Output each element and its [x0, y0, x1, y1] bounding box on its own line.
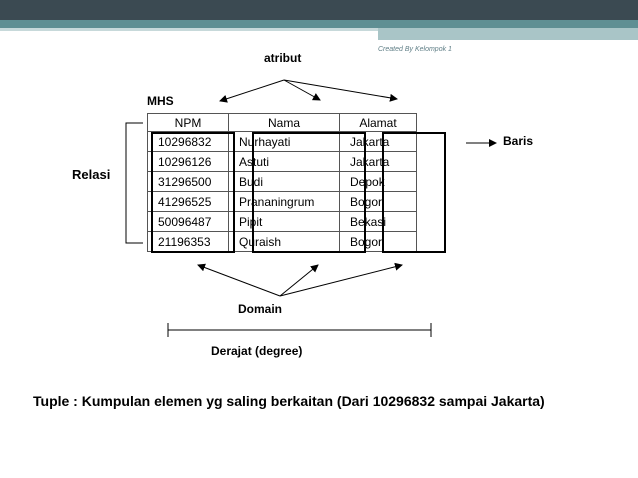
header-stripe-light — [378, 28, 638, 40]
relation-label: Relasi — [72, 167, 111, 182]
header-stripe-thin — [0, 28, 378, 31]
credit-text: Created By Kelompok 1 — [378, 46, 452, 53]
table-row: 10296126 Astuti Jakarta — [147, 151, 417, 172]
cell-alamat: Jakarta — [339, 151, 417, 172]
cell-npm: 10296126 — [147, 151, 229, 172]
cell-alamat: Depok — [339, 171, 417, 192]
cell-alamat: Bekasi — [339, 211, 417, 232]
title-bar — [0, 0, 638, 20]
domain-label: Domain — [238, 302, 283, 316]
table-header-row: NPM Nama Alamat — [147, 113, 417, 132]
table-row: 41296525 Prananingrum Bogor — [147, 191, 417, 212]
column-header-alamat: Alamat — [339, 113, 417, 132]
column-header-nama: Nama — [228, 113, 340, 132]
cell-nama: Quraish — [228, 231, 340, 252]
relation-table: NPM Nama Alamat 10296832 Nurhayati Jakar… — [147, 113, 417, 252]
attribute-arrow-alamat — [283, 79, 398, 102]
cell-nama: Prananingrum — [228, 191, 340, 212]
cell-alamat: Bogor — [339, 191, 417, 212]
tuple-definition: Tuple : Kumpulan elemen yg saling berkai… — [33, 393, 545, 409]
domain-box-npm — [151, 132, 235, 253]
table-name-label: MHS — [147, 94, 174, 108]
column-header-npm: NPM — [147, 113, 229, 132]
header-stripe — [0, 20, 638, 28]
cell-alamat: Bogor — [339, 231, 417, 252]
domain-arrow-npm — [197, 263, 281, 297]
domain-arrow-nama — [279, 264, 319, 297]
table-row: 50096487 Pipit Bekasi — [147, 211, 417, 232]
table-row: 21196353 Quraish Bogor — [147, 231, 417, 252]
domain-box-nama — [252, 132, 366, 253]
domain-box-alamat — [382, 132, 446, 253]
cell-npm: 21196353 — [147, 231, 229, 252]
relation-bracket — [125, 122, 143, 244]
domain-arrow-alamat — [279, 262, 403, 297]
row-label: Baris — [503, 134, 534, 148]
attribute-arrow-npm — [219, 79, 285, 103]
cell-nama: Pipit — [228, 211, 340, 232]
attribute-arrow-nama — [283, 79, 321, 101]
attribute-label: atribut — [264, 51, 302, 65]
degree-label: Derajat (degree) — [211, 344, 303, 358]
